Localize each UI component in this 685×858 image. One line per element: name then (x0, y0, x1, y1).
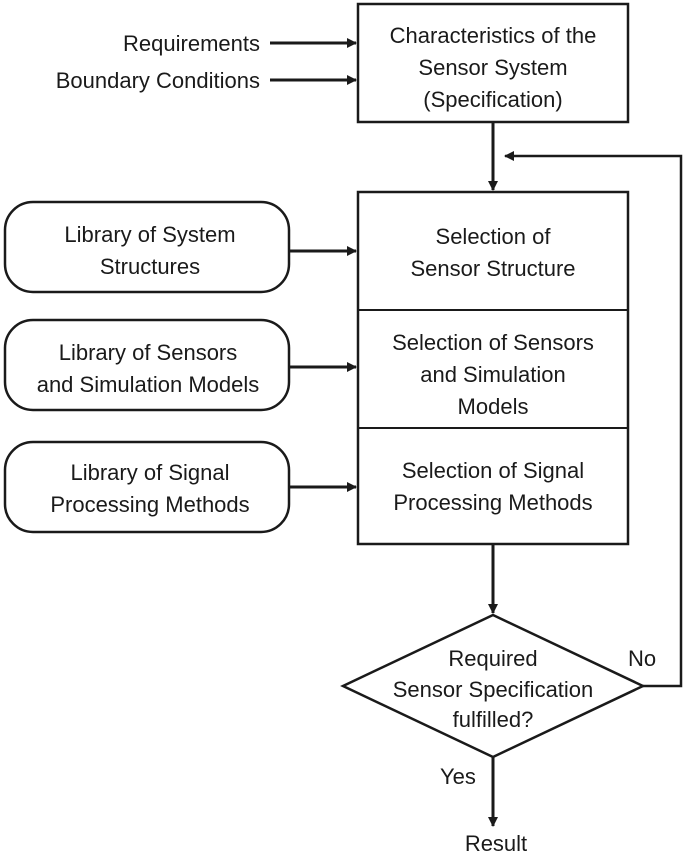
library-system-structures-line-1: Library of System (64, 222, 235, 247)
selection-stack-box (356, 190, 630, 546)
boundary-conditions-label: Boundary Conditions (56, 68, 260, 93)
selection-sensors-line-3: Models (458, 394, 529, 419)
selection-signal-line-1: Selection of Signal (402, 458, 584, 483)
library-signal-processing-line-2: Processing Methods (50, 492, 249, 517)
decision-line-1: Required (448, 646, 537, 671)
no-label: No (628, 646, 656, 671)
result-label: Result (465, 831, 527, 853)
spec-line-3: (Specification) (423, 87, 562, 112)
library-signal-processing-box (3, 440, 291, 534)
library-system-structures-line-2: Structures (100, 254, 200, 279)
no-feedback-arrow (504, 151, 683, 688)
yes-label: Yes (440, 764, 476, 789)
selection-structure-line-1: Selection of (436, 224, 552, 249)
selection-signal-line-2: Processing Methods (393, 490, 592, 515)
selection-structure-line-2: Sensor Structure (410, 256, 575, 281)
selection-sensors-line-2: and Simulation (420, 362, 566, 387)
library-sensors-models-line-2: and Simulation Models (37, 372, 260, 397)
decision-line-3: fulfilled? (453, 707, 534, 732)
selection-sensors-line-1: Selection of Sensors (392, 330, 594, 355)
library-system-structures-box (3, 200, 291, 294)
library-signal-processing-line-1: Library of Signal (71, 460, 230, 485)
spec-line-1: Characteristics of the (390, 23, 597, 48)
decision-line-2: Sensor Specification (393, 677, 594, 702)
requirements-label: Requirements (123, 31, 260, 56)
library-sensors-models-line-1: Library of Sensors (59, 340, 238, 365)
library-sensors-models-box (3, 318, 291, 412)
specification-box (356, 2, 630, 124)
spec-line-2: Sensor System (418, 55, 567, 80)
